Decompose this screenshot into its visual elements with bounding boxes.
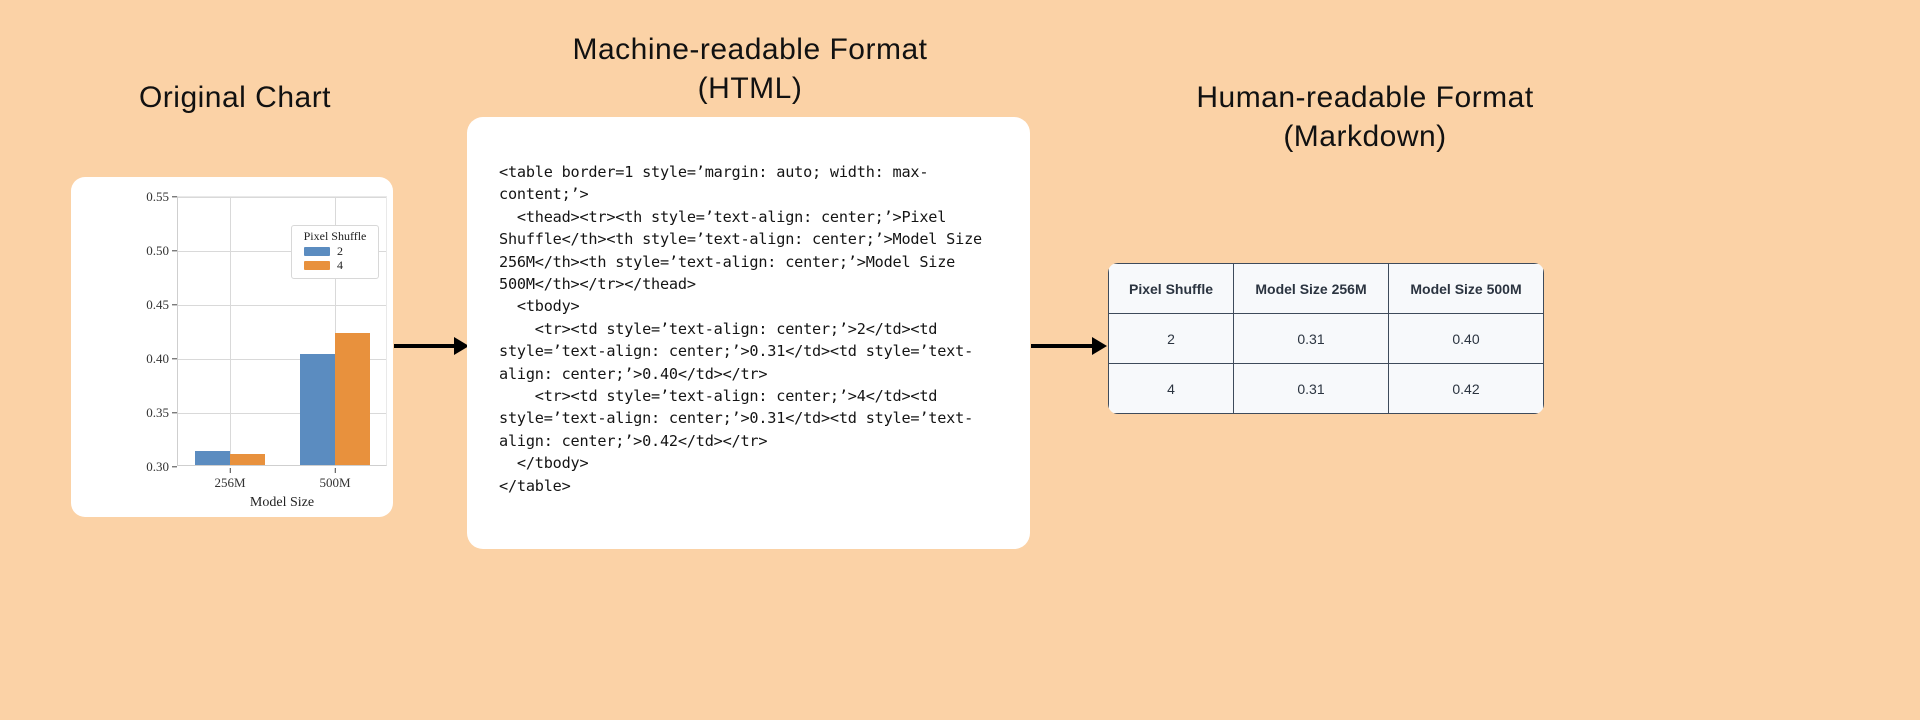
bar-500M-shuffle-2 xyxy=(300,354,335,465)
legend-entry-4: 4 xyxy=(304,259,372,271)
arrow-head xyxy=(454,337,469,355)
chart-legend: Pixel Shuffle 2 4 xyxy=(291,225,379,279)
table-cell: 0.42 xyxy=(1388,363,1544,414)
table-cell: 0.31 xyxy=(1233,313,1389,364)
table-header-pixel-shuffle: Pixel Shuffle xyxy=(1108,263,1234,314)
section-heading-original-chart: Original Chart xyxy=(138,81,332,114)
arrow-shaft xyxy=(394,344,456,348)
machine-readable-code-card: <table border=1 style=’margin: auto; wid… xyxy=(467,117,1030,549)
human-readable-table-card: Pixel Shuffle Model Size 256M Model Size… xyxy=(1108,263,1544,414)
arrow-shaft xyxy=(1031,344,1094,348)
section-heading-human-readable: Human-readable Format (Markdown) xyxy=(1196,81,1534,153)
y-tick-label: 0.40 xyxy=(146,351,169,366)
table-cell: 0.40 xyxy=(1388,313,1544,364)
table-header-model-size-256m: Model Size 256M xyxy=(1233,263,1389,314)
legend-label-4: 4 xyxy=(337,258,343,272)
table-row: 2 0.31 0.40 xyxy=(1108,313,1544,364)
legend-title: Pixel Shuffle xyxy=(303,229,367,243)
y-tick-label: 0.50 xyxy=(146,243,169,258)
x-tick-label-500M: 500M xyxy=(319,475,351,490)
y-tick-label: 0.30 xyxy=(146,459,169,474)
legend-swatch-blue xyxy=(304,246,330,256)
bar-256M-shuffle-2 xyxy=(195,451,230,465)
table-cell: 4 xyxy=(1108,363,1234,414)
table-row: 4 0.31 0.42 xyxy=(1108,363,1544,414)
original-chart-card: 0.30 0.35 0.40 0.45 0.50 0.55 256M 500M … xyxy=(71,177,393,517)
legend-entry-2: 2 xyxy=(304,245,372,257)
y-tick-label: 0.55 xyxy=(146,189,169,204)
html-code-block: <table border=1 style=’margin: auto; wid… xyxy=(499,163,982,495)
bar-256M-shuffle-4 xyxy=(230,454,265,465)
legend-label-2: 2 xyxy=(337,244,343,258)
bar-500M-shuffle-4 xyxy=(335,333,370,465)
arrow-head xyxy=(1092,337,1107,355)
vertical-gridline-2 xyxy=(335,197,336,465)
bar-chart: 0.30 0.35 0.40 0.45 0.50 0.55 256M 500M … xyxy=(71,177,393,517)
chart-plot-area: 0.30 0.35 0.40 0.45 0.50 0.55 256M 500M … xyxy=(146,189,387,490)
markdown-table: Pixel Shuffle Model Size 256M Model Size… xyxy=(1108,263,1544,414)
arrow-right-icon-code-to-table xyxy=(1031,337,1107,355)
gridline-0.55 xyxy=(178,197,386,198)
section-heading-machine-readable: Machine-readable Format (HTML) xyxy=(572,33,928,105)
gridline-0.35 xyxy=(178,413,386,414)
x-tick-label-256M: 256M xyxy=(214,475,246,490)
table-header-model-size-500m: Model Size 500M xyxy=(1388,263,1544,314)
y-tick-label: 0.35 xyxy=(146,405,169,420)
table-header-row: Pixel Shuffle Model Size 256M Model Size… xyxy=(1108,263,1544,314)
gridline-0.45 xyxy=(178,305,386,306)
legend-swatch-orange xyxy=(304,260,330,270)
arrow-right-icon-chart-to-code xyxy=(394,337,469,355)
gridline-0.40 xyxy=(178,359,386,360)
chart-x-axis-label: Model Size xyxy=(249,495,315,510)
y-tick-label: 0.45 xyxy=(146,297,169,312)
table-cell: 0.31 xyxy=(1233,363,1389,414)
gridline-0.50 xyxy=(178,251,386,252)
vertical-gridline-1 xyxy=(230,197,231,465)
table-cell: 2 xyxy=(1108,313,1234,364)
